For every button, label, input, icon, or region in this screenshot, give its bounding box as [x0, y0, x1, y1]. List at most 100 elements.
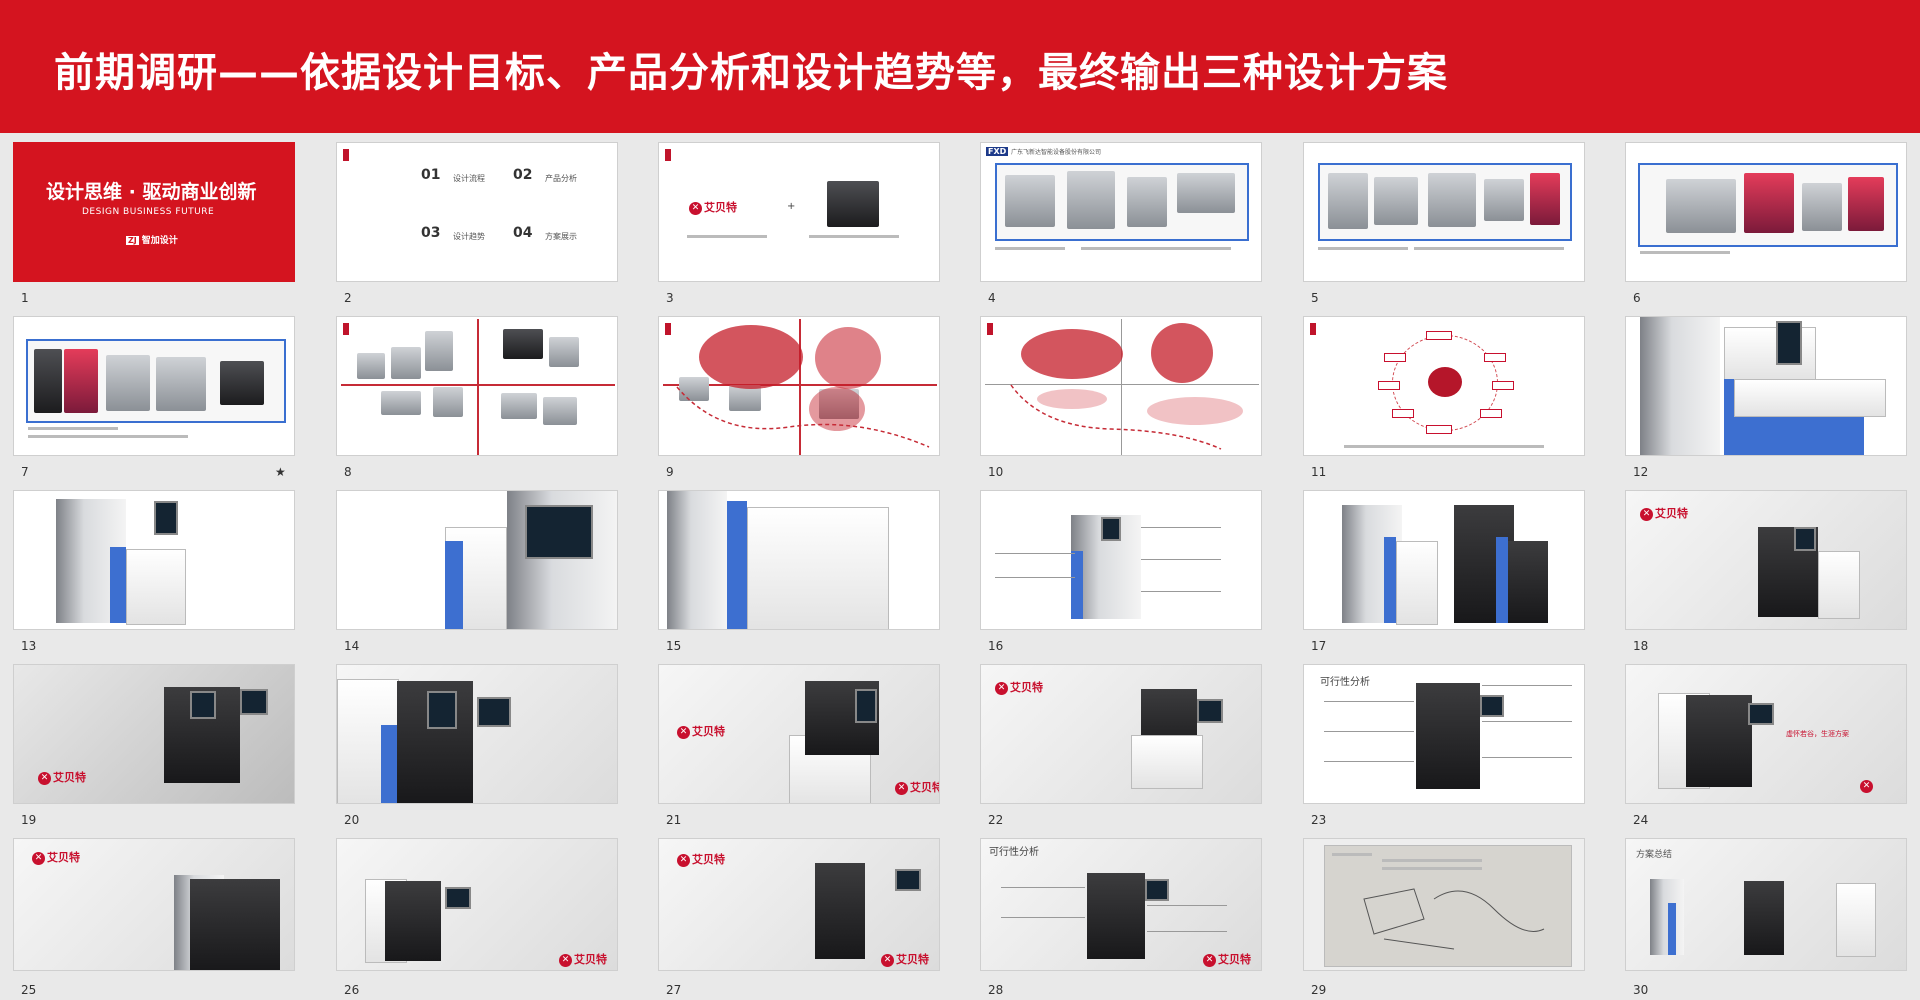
text-line: [1344, 445, 1544, 448]
slide-thumbnail-4[interactable]: FXD 广东飞新达智能设备股份有限公司: [980, 142, 1262, 282]
slide-number: 10: [988, 465, 1004, 479]
product-image: [503, 329, 543, 359]
slide-thumbnail-15[interactable]: [658, 490, 940, 630]
monitor-screen: [1145, 879, 1169, 901]
slide-number: 30: [1633, 983, 1649, 997]
slide-thumbnail-5[interactable]: [1303, 142, 1585, 282]
machine-blue-panel: [110, 547, 126, 623]
slide-thumbnail-12[interactable]: [1625, 316, 1907, 456]
slide-number: 13: [21, 639, 37, 653]
ring-node: [1480, 409, 1502, 418]
machine-render: [1734, 379, 1886, 417]
machine-screen: [427, 691, 457, 729]
machine-render: [385, 881, 441, 961]
product-image: [1067, 171, 1115, 229]
slide-thumbnail-7[interactable]: [13, 316, 295, 456]
slide-thumbnail-8[interactable]: [336, 316, 618, 456]
machine-render: [190, 879, 280, 970]
product-image: [357, 353, 385, 379]
slide-thumbnail-27[interactable]: ✕艾贝特 ✕艾贝特: [658, 838, 940, 971]
machine-render: [815, 863, 865, 959]
machine-render: [667, 491, 727, 629]
toc-label: 产品分析: [545, 174, 577, 183]
product-image: [501, 393, 537, 419]
slide-thumbnail-17[interactable]: [1303, 490, 1585, 630]
toc-number: 02: [513, 167, 533, 183]
slide-number: 18: [1633, 639, 1649, 653]
slide-thumbnail-2[interactable]: 01 设计流程 02 产品分析 03 设计趋势 04 方案展示: [336, 142, 618, 282]
slide-thumbnail-23[interactable]: 可行性分析: [1303, 664, 1585, 804]
machine-render: [1836, 883, 1876, 957]
slide-marker: [665, 149, 671, 161]
slide-thumbnail-20[interactable]: [336, 664, 618, 804]
product-image: [1802, 183, 1842, 231]
slide-number: 4: [988, 291, 996, 305]
cluster-highlight: [699, 325, 803, 389]
cluster-highlight: [1037, 389, 1107, 409]
callout-line: [1324, 701, 1414, 702]
callout-line: [1141, 591, 1221, 592]
cover-logo-text: 智加设计: [141, 236, 178, 246]
brand-logo: ✕艾贝特: [995, 679, 1043, 695]
machine-screen: [1776, 321, 1802, 365]
trend-curve: [1010, 384, 1222, 450]
company-name: 广东飞新达智能设备股份有限公司: [1011, 149, 1102, 156]
product-image: [220, 361, 264, 405]
slide-thumbnail-18[interactable]: ✕艾贝特: [1625, 490, 1907, 630]
slide-number: 21: [666, 813, 682, 827]
slide-thumbnail-25[interactable]: ✕艾贝特: [13, 838, 295, 971]
slide-thumbnail-29[interactable]: [1303, 838, 1585, 971]
slide-thumbnail-16[interactable]: [980, 490, 1262, 630]
product-image: [1530, 173, 1560, 225]
cluster-highlight: [1147, 397, 1243, 425]
monitor-screen: [1480, 695, 1504, 717]
brand-logo: ✕艾贝特: [895, 779, 939, 795]
sketch-drawing: [1363, 888, 1545, 950]
slide-thumbnail-9[interactable]: [658, 316, 940, 456]
slide-thumbnail-10[interactable]: [980, 316, 1262, 456]
product-image: [433, 387, 463, 417]
monitor-screen: [445, 887, 471, 909]
slide-thumbnail-24[interactable]: 虚怀若谷，生涯方案 ✕: [1625, 664, 1907, 804]
slide-thumbnail-19[interactable]: ✕艾贝特: [13, 664, 295, 804]
slide-thumbnail-3[interactable]: ✕艾贝特 +: [658, 142, 940, 282]
slide-thumbnail-30[interactable]: 方案总结: [1625, 838, 1907, 971]
slide-number: 23: [1311, 813, 1327, 827]
cover-title: 设计思维 · 驱动商业创新: [46, 181, 257, 203]
callout-line: [1324, 731, 1414, 732]
slide-number: 27: [666, 983, 682, 997]
product-image: [679, 377, 709, 401]
text-line: [1414, 247, 1564, 250]
machine-render: [1508, 541, 1548, 623]
brand-logo: ✕艾贝特: [559, 951, 607, 967]
trend-curve: [676, 386, 930, 448]
slide-thumbnail-26[interactable]: ✕艾贝特: [336, 838, 618, 971]
product-image: [425, 331, 453, 371]
slide-marker: [1310, 323, 1316, 335]
product-image: [1374, 177, 1418, 225]
machine-blue-panel: [1668, 903, 1676, 955]
slide-thumbnail-21[interactable]: ✕艾贝特 ✕艾贝特: [658, 664, 940, 804]
cluster-highlight: [815, 327, 881, 389]
slide-title: 方案总结: [1636, 850, 1673, 860]
slide-number: 3: [666, 291, 674, 305]
slide-thumbnail-13[interactable]: [13, 490, 295, 630]
machine-blue-panel: [381, 725, 397, 803]
slide-thumbnail-22[interactable]: ✕艾贝特: [980, 664, 1262, 804]
text-line: [809, 235, 899, 238]
quadrant-axis-vertical: [1121, 319, 1122, 455]
slide-number: 7: [21, 465, 29, 479]
slide-thumbnail-28[interactable]: 可行性分析 ✕艾贝特: [980, 838, 1262, 971]
quadrant-axis-horizontal: [985, 384, 1259, 385]
slide-thumbnail-14[interactable]: [336, 490, 618, 630]
monitor-screen: [240, 689, 268, 715]
slide-thumbnail-6[interactable]: [1625, 142, 1907, 282]
product-image: [34, 349, 62, 413]
slide-number: 29: [1311, 983, 1327, 997]
slide-thumbnail-11[interactable]: [1303, 316, 1585, 456]
company-logo: FXD: [986, 147, 1009, 156]
brand-logo: ✕: [1860, 779, 1875, 793]
product-image: [549, 337, 579, 367]
